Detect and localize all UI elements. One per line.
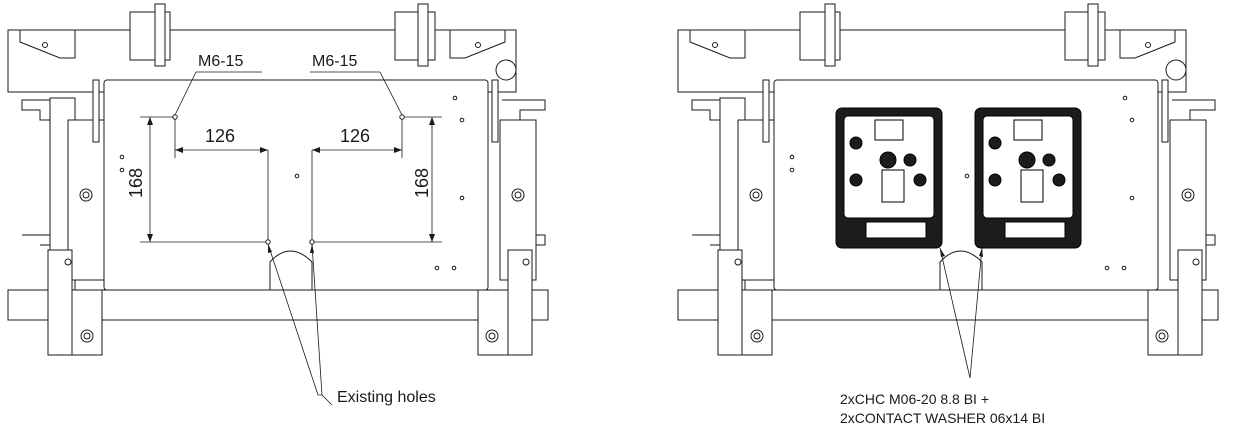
existing-holes-label: Existing holes [337, 389, 436, 406]
dim-168-right: 168 [412, 168, 432, 198]
frame-assembly-right [677, 3, 1219, 356]
bolt-label-left: M6-15 [198, 53, 243, 70]
screws-callout-line1: 2xCHC M06-20 8.8 BI + [840, 391, 989, 407]
dimension-vertical-right: 168 [314, 116, 442, 243]
right-view [677, 3, 1219, 379]
motor-controller-right [974, 107, 1082, 249]
dimension-horizontal-left: 126 [174, 119, 269, 240]
dim-168-left: 168 [126, 168, 146, 198]
leader-right [379, 71, 403, 116]
dim-126-left: 126 [205, 126, 235, 146]
dimension-vertical-left: 168 [126, 116, 266, 243]
existing-holes-callout: Existing holes [267, 243, 436, 406]
bolt-label-right: M6-15 [312, 53, 357, 70]
dimension-horizontal-right: 126 [311, 119, 403, 240]
motor-controller-left [835, 107, 943, 249]
leader-left [174, 71, 197, 116]
left-view: M6-15 M6-15 126 126 [7, 3, 549, 406]
screws-callout [939, 247, 983, 379]
frame-assembly-left [7, 3, 549, 356]
screws-callout-line2: 2xCONTACT WASHER 06x14 BI [840, 410, 1045, 426]
dim-126-right: 126 [340, 126, 370, 146]
